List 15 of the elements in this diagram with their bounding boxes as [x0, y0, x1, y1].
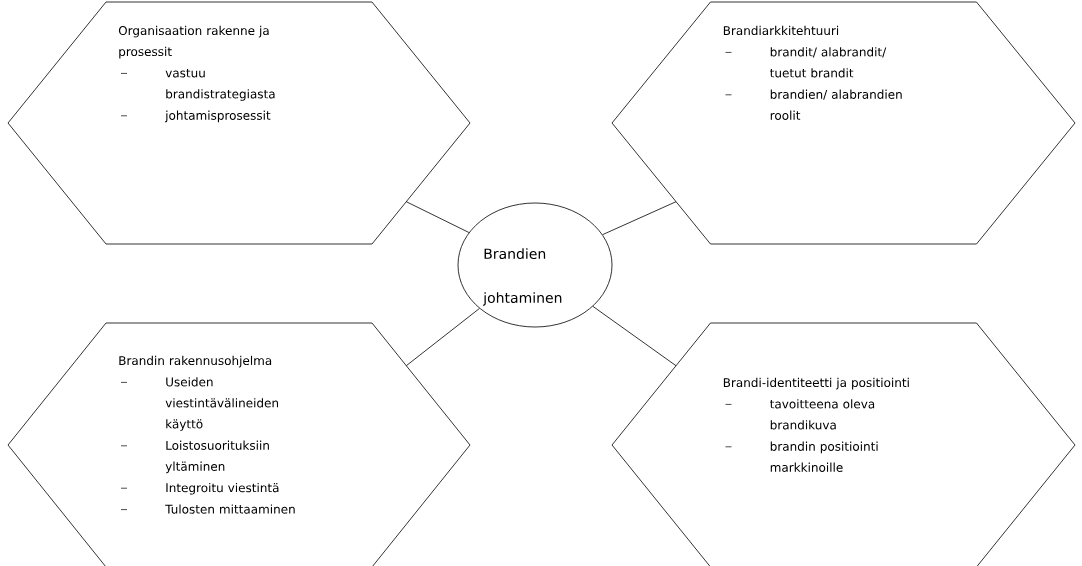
list-item: Integroitu viestintä — [120, 483, 279, 495]
list-item: Useiden viestintävälineiden käyttö — [120, 377, 279, 431]
connector — [592, 306, 677, 367]
heading: Brandiarkkitehtuuri — [723, 25, 839, 36]
list-item: Tulosten mittaaminen — [120, 504, 295, 514]
list-item: brandin positiointi markkinoille — [725, 441, 878, 472]
connector — [405, 308, 480, 367]
connector — [602, 201, 677, 236]
connector — [405, 201, 470, 233]
list-item: brandien/ alabrandien roolit — [725, 89, 902, 120]
list-item: johtamisprosessit — [120, 110, 271, 123]
list-item: Loistosuorituksiin yltäminen — [120, 440, 269, 474]
center-label: Brandien johtaminen — [482, 248, 562, 306]
heading: Brandi-identiteetti ja positiointi — [723, 377, 909, 390]
heading: Brandin rakennusohjelma — [119, 355, 272, 368]
